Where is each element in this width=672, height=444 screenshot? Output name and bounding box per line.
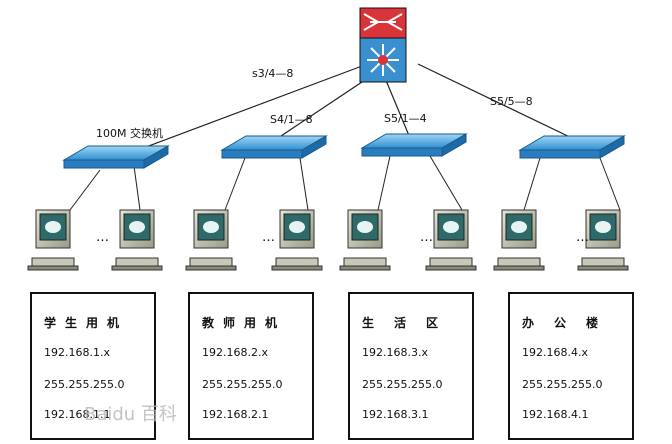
segment-gateway: 192.168.2.1 (202, 408, 269, 421)
segment-box-students: 学生用机 192.168.1.x 255.255.255.0 192.168.1… (30, 292, 156, 440)
segment-box-living-area: 生活区 192.168.3.x 255.255.255.0 192.168.3.… (348, 292, 474, 440)
computer-icon (271, 209, 323, 271)
pc-links (69, 155, 621, 211)
segment-box-office: 办公楼 192.168.4.x 255.255.255.0 192.168.4.… (508, 292, 634, 440)
core-links (121, 63, 577, 157)
watermark: Baidu 百科 (84, 404, 177, 425)
computers (27, 209, 629, 271)
switch-icon (360, 133, 468, 157)
computer-icon (577, 209, 629, 271)
computer-icon (493, 209, 545, 271)
link-label-s5-1: S5/1—4 (384, 112, 427, 125)
segment-box-teachers: 教师用机 192.168.2.x 255.255.255.0 192.168.2… (188, 292, 314, 440)
computer-icon (27, 209, 79, 271)
ellipsis: … (96, 230, 110, 245)
core-switch-icon (359, 7, 407, 83)
computer-icon (111, 209, 163, 271)
link-label-s5-5: S5/5—8 (490, 95, 533, 108)
segment-mask: 255.255.255.0 (44, 378, 125, 391)
segment-mask: 255.255.255.0 (522, 378, 603, 391)
segment-title: 教师用机 (202, 316, 287, 330)
segment-ip: 192.168.2.x (202, 346, 268, 359)
computer-icon (185, 209, 237, 271)
segment-gateway: 192.168.3.1 (362, 408, 429, 421)
computer-icon (339, 209, 391, 271)
segment-gateway: 192.168.1.1 (44, 408, 111, 421)
ellipsis: … (420, 230, 434, 245)
segment-ip: 192.168.4.x (522, 346, 588, 359)
segment-title: 学生用机 (44, 316, 129, 330)
access-switch-label: 100M 交换机 (96, 127, 163, 140)
segment-title: 办公楼 (522, 316, 619, 330)
ellipsis: … (576, 230, 590, 245)
switch-icon (62, 145, 170, 169)
segment-mask: 255.255.255.0 (202, 378, 283, 391)
segment-gateway: 192.168.4.1 (522, 408, 589, 421)
segment-ip: 192.168.1.x (44, 346, 110, 359)
switch-icon (220, 135, 328, 159)
switch-icon (518, 135, 626, 159)
link-label-s4: S4/1—8 (270, 113, 313, 126)
computer-icon (425, 209, 477, 271)
segment-ip: 192.168.3.x (362, 346, 428, 359)
segment-mask: 255.255.255.0 (362, 378, 443, 391)
segment-title: 生活区 (362, 316, 459, 330)
ellipsis: … (262, 230, 276, 245)
core-link-label: s3/4—8 (252, 67, 294, 80)
